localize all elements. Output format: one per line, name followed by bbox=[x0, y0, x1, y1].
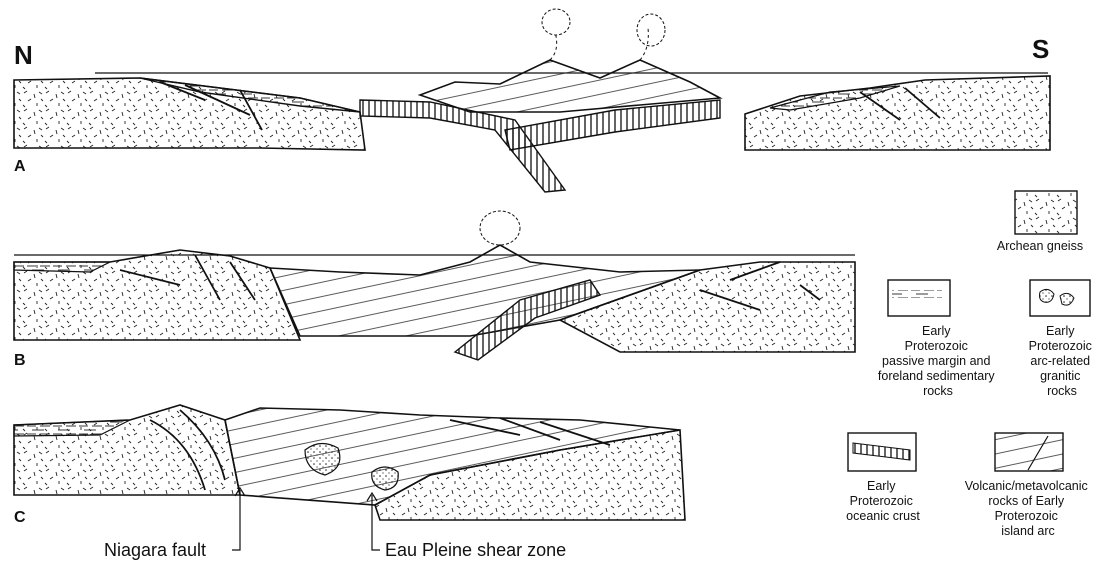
eruption-plume-2 bbox=[637, 14, 665, 46]
archean-gneiss-block-c-left bbox=[14, 405, 240, 495]
legend-label-granitic: Early Proterozoic arc-related granitic r… bbox=[1029, 324, 1096, 398]
legend-label-oceanic: Early Proterozoic oceanic crust bbox=[846, 479, 920, 523]
legend: Archean gneiss Early Proterozoic passive… bbox=[846, 191, 1095, 538]
niagara-fault-leader bbox=[232, 490, 240, 550]
eruption-plume-3 bbox=[480, 211, 520, 245]
legend-label-archean: Archean gneiss bbox=[997, 239, 1083, 253]
panel-b-label: B bbox=[14, 352, 26, 369]
eruption-plume-1 bbox=[542, 9, 570, 35]
north-label: N bbox=[14, 40, 33, 70]
panel-a: A bbox=[14, 9, 1050, 192]
panel-b: B bbox=[14, 211, 855, 369]
legend-swatch-volcanic bbox=[995, 433, 1063, 471]
legend-label-passive: Early Proterozoic passive margin and for… bbox=[878, 324, 998, 398]
legend-swatch-archean bbox=[1015, 191, 1077, 234]
panel-c-label: C bbox=[14, 509, 26, 526]
panel-c: C Niagara fault Eau Pleine shear zone bbox=[14, 405, 685, 560]
niagara-fault-label: Niagara fault bbox=[104, 540, 206, 560]
eau-pleine-label: Eau Pleine shear zone bbox=[385, 540, 566, 560]
panel-a-label: A bbox=[14, 158, 26, 175]
legend-label-volcanic: Volcanic/metavolcanic rocks of Early Pro… bbox=[965, 479, 1091, 538]
south-label: S bbox=[1032, 34, 1049, 64]
